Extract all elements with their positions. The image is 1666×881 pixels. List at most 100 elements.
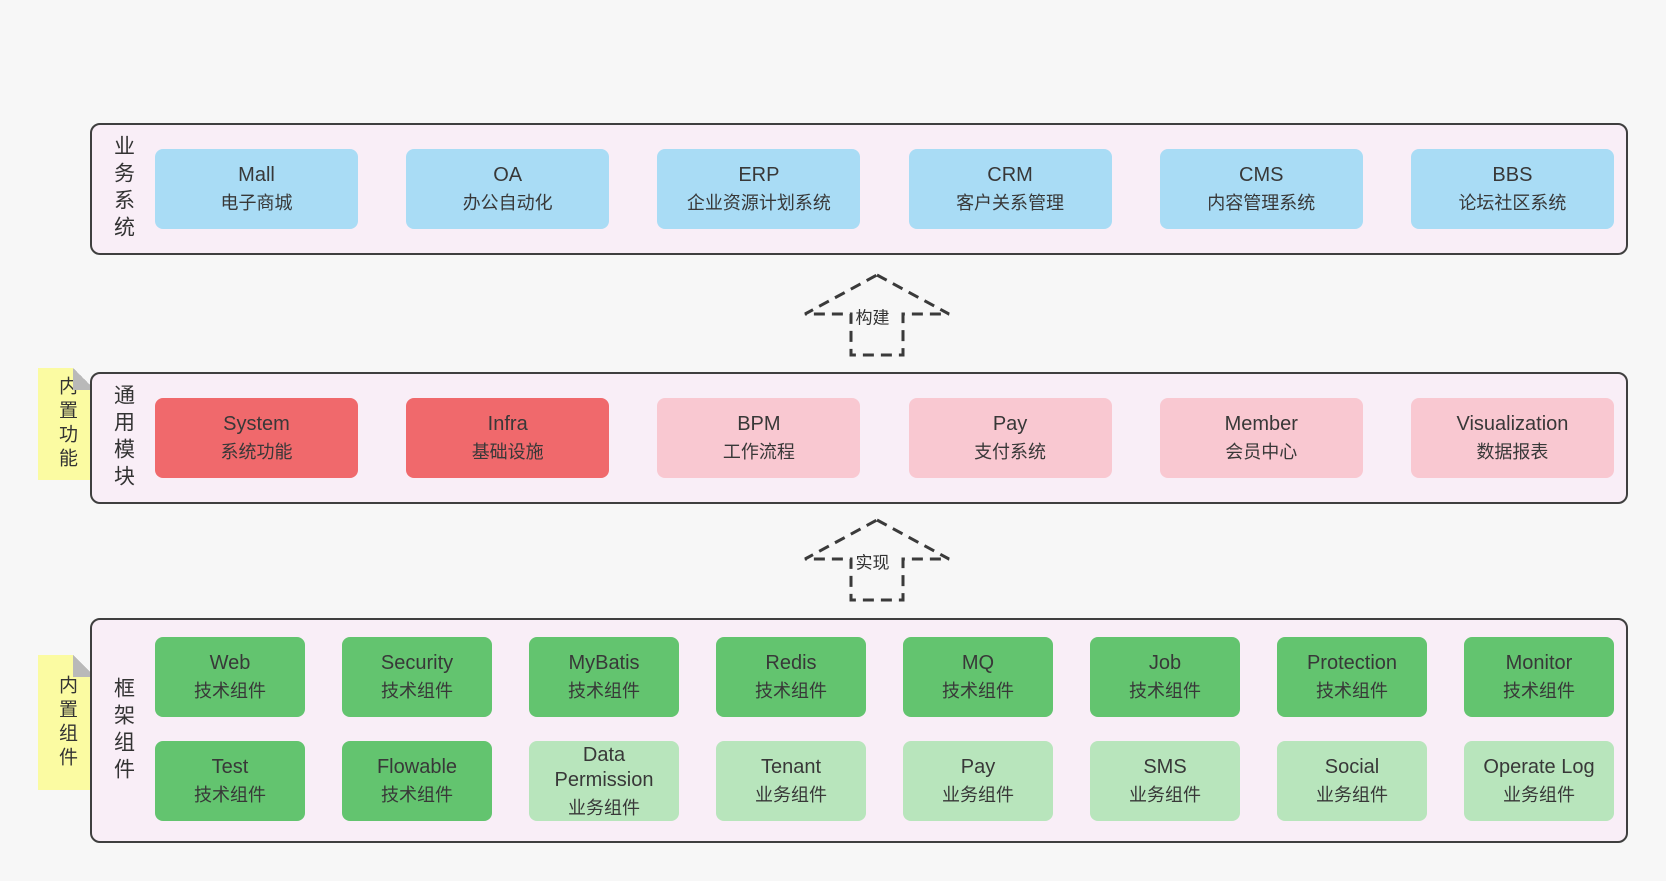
box-subtitle: 会员中心 xyxy=(1225,442,1298,463)
box-subtitle: 技术组件 xyxy=(194,785,266,806)
box-subtitle: 技术组件 xyxy=(194,681,266,702)
common-modules-row: System 系统功能 Infra 基础设施 BPM 工作流程 Pay 支付系统… xyxy=(155,398,1614,478)
box-monitor: Monitor 技术组件 xyxy=(1464,637,1614,717)
box-title: CMS xyxy=(1239,164,1284,187)
box-security: Security 技术组件 xyxy=(342,637,492,717)
box-subtitle: 工作流程 xyxy=(722,442,795,463)
box-subtitle: 客户关系管理 xyxy=(956,193,1065,214)
box-title: BPM xyxy=(737,413,781,436)
box-title: Monitor xyxy=(1505,652,1573,675)
framework-components-row-1: Web 技术组件 Security 技术组件 MyBatis 技术组件 Redi… xyxy=(155,637,1614,717)
box-crm: CRM 客户关系管理 xyxy=(908,149,1112,229)
sticky-note-text: 内置组件 xyxy=(56,674,77,771)
box-title: Operate Log xyxy=(1483,756,1595,779)
box-title: Web xyxy=(209,652,251,675)
box-title: Infra xyxy=(487,413,528,436)
box-job: Job 技术组件 xyxy=(1090,637,1240,717)
build-arrow-label: 构建 xyxy=(853,303,892,329)
box-subtitle: 技术组件 xyxy=(1316,681,1388,702)
box-data-permission: Data Permission 业务组件 xyxy=(529,741,679,821)
box-cms: CMS 内容管理系统 xyxy=(1159,149,1363,229)
box-subtitle: 企业资源计划系统 xyxy=(686,193,831,214)
box-title: OA xyxy=(493,164,523,187)
box-subtitle: 技术组件 xyxy=(1503,681,1575,702)
box-redis: Redis 技术组件 xyxy=(716,637,866,717)
box-bpm: BPM 工作流程 xyxy=(657,398,861,478)
box-title: SMS xyxy=(1143,756,1187,779)
box-protection: Protection 技术组件 xyxy=(1277,637,1427,717)
box-title: Visualization xyxy=(1456,413,1569,436)
box-title: Job xyxy=(1148,652,1182,675)
box-tenant: Tenant 业务组件 xyxy=(716,741,866,821)
framework-components-panel: 框架组件 Web 技术组件 Security 技术组件 MyBatis 技术组件… xyxy=(90,618,1628,843)
box-test: Test 技术组件 xyxy=(155,741,305,821)
box-title: Redis xyxy=(765,652,817,675)
box-pay-system: Pay 支付系统 xyxy=(908,398,1112,478)
box-visualization: Visualization 数据报表 xyxy=(1410,398,1614,478)
business-systems-label: 业务系统 xyxy=(111,135,135,243)
box-subtitle: 技术组件 xyxy=(1129,681,1201,702)
box-subtitle: 办公自动化 xyxy=(462,193,553,214)
box-title: System xyxy=(223,413,290,436)
box-subtitle: 业务组件 xyxy=(755,785,827,806)
box-subtitle: 业务组件 xyxy=(1503,785,1575,806)
box-title: ERP xyxy=(738,164,780,187)
framework-components-row-2: Test 技术组件 Flowable 技术组件 Data Permission … xyxy=(155,741,1614,821)
box-subtitle: 技术组件 xyxy=(755,681,827,702)
box-title: Flowable xyxy=(376,756,458,779)
box-subtitle: 业务组件 xyxy=(568,797,640,818)
box-pay-component: Pay 业务组件 xyxy=(903,741,1053,821)
box-mq: MQ 技术组件 xyxy=(903,637,1053,717)
sticky-note-built-in-components: 内置组件 xyxy=(38,655,95,790)
box-system: System 系统功能 xyxy=(155,398,358,478)
box-title: Mall xyxy=(238,164,275,187)
box-web: Web 技术组件 xyxy=(155,637,305,717)
box-social: Social 业务组件 xyxy=(1277,741,1427,821)
box-bbs: BBS 论坛社区系统 xyxy=(1410,149,1614,229)
box-erp: ERP 企业资源计划系统 xyxy=(657,149,861,229)
common-modules-label: 通用模块 xyxy=(111,384,135,492)
box-subtitle: 业务组件 xyxy=(1316,785,1388,806)
box-title: CRM xyxy=(987,164,1033,187)
framework-components-label: 框架组件 xyxy=(111,676,135,785)
business-systems-panel: 业务系统 Mall 电子商城 OA 办公自动化 ERP 企业资源计划系统 CRM… xyxy=(90,123,1628,255)
box-subtitle: 技术组件 xyxy=(381,681,453,702)
box-flowable: Flowable 技术组件 xyxy=(342,741,492,821)
implement-arrow-label: 实现 xyxy=(853,548,892,574)
box-subtitle: 技术组件 xyxy=(942,681,1014,702)
box-infra: Infra 基础设施 xyxy=(406,398,610,478)
box-title: Tenant xyxy=(760,756,822,779)
sticky-note-text: 内置功能 xyxy=(56,376,77,472)
box-oa: OA 办公自动化 xyxy=(406,149,610,229)
box-operate-log: Operate Log 业务组件 xyxy=(1464,741,1614,821)
box-subtitle: 技术组件 xyxy=(381,785,453,806)
folded-corner-icon xyxy=(73,368,95,390)
box-subtitle: 业务组件 xyxy=(1129,785,1201,806)
box-subtitle: 基础设施 xyxy=(471,442,544,463)
box-subtitle: 业务组件 xyxy=(942,785,1014,806)
box-title: Member xyxy=(1224,413,1298,436)
box-subtitle: 系统功能 xyxy=(220,442,293,463)
box-mybatis: MyBatis 技术组件 xyxy=(529,637,679,717)
box-title: Social xyxy=(1324,756,1380,779)
sticky-note-built-in-features: 内置功能 xyxy=(38,368,95,480)
box-subtitle: 支付系统 xyxy=(974,442,1047,463)
box-title: Test xyxy=(211,756,249,779)
box-subtitle: 内容管理系统 xyxy=(1207,193,1316,214)
box-subtitle: 数据报表 xyxy=(1476,442,1549,463)
folded-corner-icon xyxy=(73,655,95,677)
box-sms: SMS 业务组件 xyxy=(1090,741,1240,821)
business-systems-row: Mall 电子商城 OA 办公自动化 ERP 企业资源计划系统 CRM 客户关系… xyxy=(155,149,1614,229)
build-arrow: 构建 xyxy=(802,272,952,358)
box-subtitle: 论坛社区系统 xyxy=(1458,193,1567,214)
box-subtitle: 电子商城 xyxy=(220,193,293,214)
box-mall: Mall 电子商城 xyxy=(155,149,358,229)
box-member: Member 会员中心 xyxy=(1159,398,1363,478)
box-title: Protection xyxy=(1306,652,1398,675)
box-title: MQ xyxy=(961,652,995,675)
common-modules-panel: 通用模块 System 系统功能 Infra 基础设施 BPM 工作流程 Pay… xyxy=(90,372,1628,504)
box-title: Pay xyxy=(992,413,1028,436)
box-title: MyBatis xyxy=(568,652,640,675)
box-title: Data Permission xyxy=(554,743,654,791)
